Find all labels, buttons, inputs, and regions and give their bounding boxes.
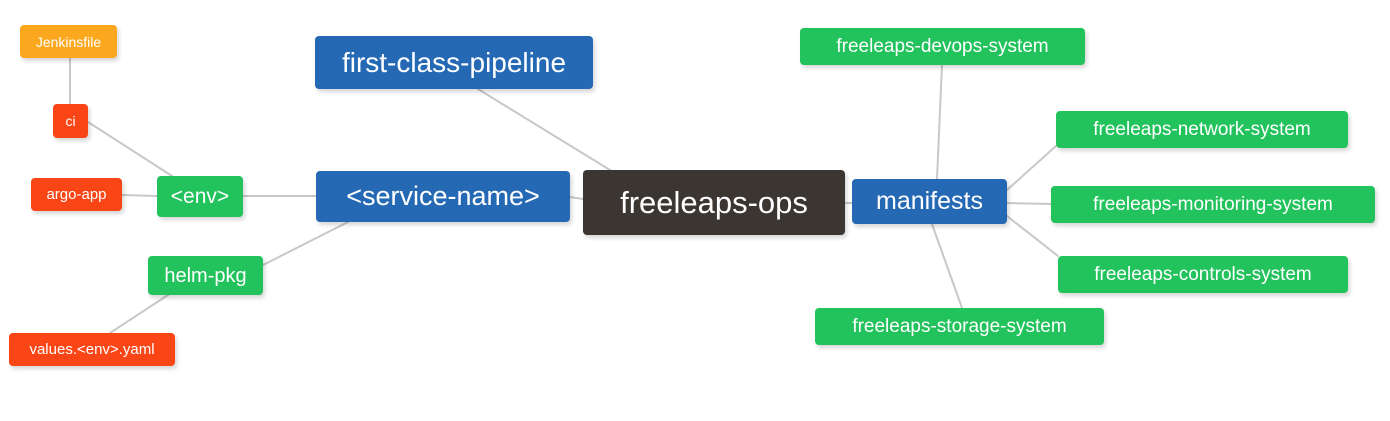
- edge-manifests-network: [1006, 145, 1057, 191]
- edge-manifests-monitoring: [1006, 202, 1052, 205]
- edge-ci-env: [87, 121, 173, 177]
- node-freeleaps-storage-system[interactable]: freeleaps-storage-system: [815, 308, 1104, 345]
- edge-manifests-storage: [931, 223, 963, 309]
- node-values-env-yaml[interactable]: values.<env>.yaml: [9, 333, 175, 366]
- edge-manifests-controls: [1006, 215, 1059, 257]
- node-freeleaps-controls-system[interactable]: freeleaps-controls-system: [1058, 256, 1348, 293]
- edge-servicename-ops: [569, 196, 584, 200]
- edge-pipeline-ops: [477, 88, 611, 171]
- node-helm-pkg[interactable]: helm-pkg: [148, 256, 263, 295]
- edge-helmpkg-values: [109, 294, 169, 334]
- edge-manifests-devops: [936, 64, 943, 180]
- node-manifests[interactable]: manifests: [852, 179, 1007, 224]
- node-env[interactable]: <env>: [157, 176, 243, 217]
- node-freeleaps-devops-system[interactable]: freeleaps-devops-system: [800, 28, 1085, 65]
- edge-servicename-helmpkg: [262, 221, 349, 266]
- edge-argoapp-env: [121, 194, 158, 197]
- node-argo-app[interactable]: argo-app: [31, 178, 122, 211]
- node-freeleaps-ops[interactable]: freeleaps-ops: [583, 170, 845, 235]
- node-freeleaps-monitoring-system[interactable]: freeleaps-monitoring-system: [1051, 186, 1375, 223]
- node-ci[interactable]: ci: [53, 104, 88, 138]
- node-jenkinsfile[interactable]: Jenkinsfile: [20, 25, 117, 58]
- node-service-name[interactable]: <service-name>: [316, 171, 570, 222]
- node-first-class-pipeline[interactable]: first-class-pipeline: [315, 36, 593, 89]
- node-freeleaps-network-system[interactable]: freeleaps-network-system: [1056, 111, 1348, 148]
